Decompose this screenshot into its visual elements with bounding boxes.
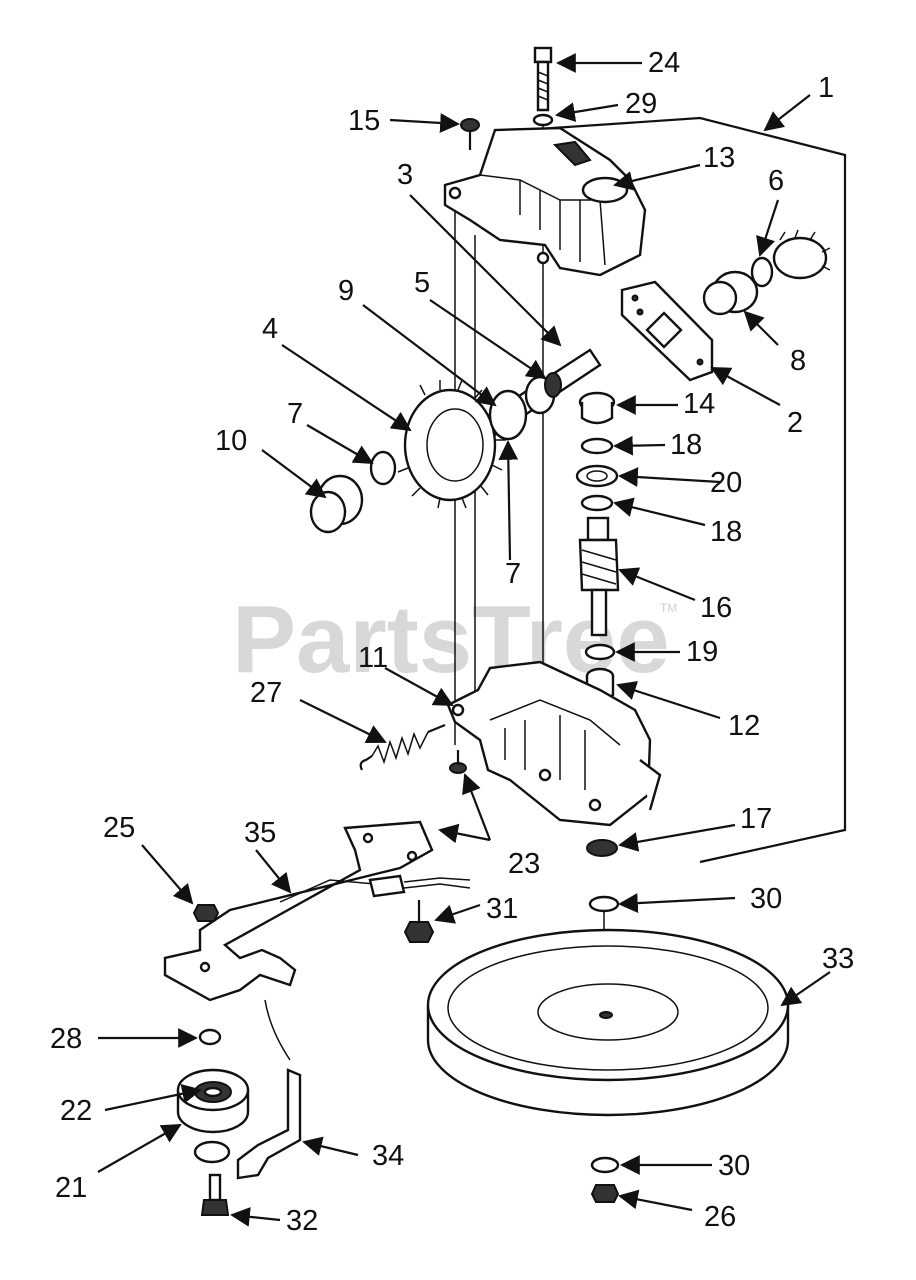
- pulley-33: [426, 928, 790, 1117]
- pinion-gear: [772, 229, 831, 280]
- callout-33: 33: [822, 943, 854, 975]
- callout-2: 2: [787, 407, 803, 439]
- washer-6: [750, 256, 774, 288]
- idler-pulley-21: [176, 1068, 250, 1134]
- ring-5: [544, 372, 562, 398]
- bolt-32: [200, 1173, 230, 1216]
- plate-2: [620, 280, 714, 382]
- washer-19: [584, 643, 616, 661]
- nut-31: [403, 900, 435, 943]
- washer-17: [586, 839, 618, 857]
- callout-15: 15: [348, 105, 380, 137]
- callout-7-upper: 7: [287, 398, 303, 430]
- callout-16: 16: [700, 592, 732, 624]
- bolt-24: [533, 46, 553, 112]
- callout-30-upper: 30: [750, 883, 782, 915]
- bushing-14: [578, 391, 616, 425]
- worm-gear-16: [578, 516, 620, 637]
- callout-1: 1: [818, 72, 834, 104]
- callout-28: 28: [50, 1023, 82, 1055]
- callout-32: 32: [286, 1205, 318, 1237]
- callout-18-lower: 18: [710, 516, 742, 548]
- callout-17: 17: [740, 803, 772, 835]
- callout-4: 4: [262, 313, 278, 345]
- callout-18-upper: 18: [670, 429, 702, 461]
- bracket-34: [236, 999, 302, 1180]
- callout-14: 14: [683, 388, 715, 420]
- watermark-trademark: TM: [660, 601, 677, 615]
- callout-6: 6: [768, 165, 784, 197]
- bushing-8: [702, 270, 759, 316]
- callout-7-lower: 7: [505, 558, 521, 590]
- washer-18-top: [580, 437, 614, 455]
- bearing-20: [575, 464, 619, 488]
- spring-27: [359, 723, 446, 771]
- washer-30-bottom: [590, 1156, 620, 1174]
- bushing-10: [309, 474, 364, 534]
- screw-15: [460, 118, 480, 150]
- callout-20: 20: [710, 467, 742, 499]
- callout-19: 19: [686, 636, 718, 668]
- callout-25: 25: [103, 812, 135, 844]
- washer-idler-bottom: [193, 1140, 231, 1164]
- callout-9: 9: [338, 275, 354, 307]
- lower-gear-housing: [446, 660, 662, 827]
- bevel-gear-4: [397, 379, 506, 509]
- callout-27: 27: [250, 677, 282, 709]
- callout-24: 24: [648, 47, 680, 79]
- nut-26: [590, 1184, 620, 1203]
- washer-18-bottom: [580, 494, 614, 512]
- washer-29: [532, 113, 554, 127]
- callout-13: 13: [703, 142, 735, 174]
- callout-35: 35: [244, 817, 276, 849]
- callout-8: 8: [790, 345, 806, 377]
- nut-25: [192, 904, 220, 922]
- washer-30-top: [588, 895, 620, 913]
- callout-34: 34: [372, 1140, 404, 1172]
- callout-31: 31: [486, 893, 518, 925]
- callout-10: 10: [215, 425, 247, 457]
- callout-labels: 1 2 3 4 5 6 7 7 8 9 10 11 12 13 14 15 16…: [50, 47, 854, 1237]
- callout-11: 11: [358, 642, 388, 674]
- callout-21: 21: [55, 1172, 87, 1204]
- cable-clamp: [368, 874, 471, 898]
- callout-5: 5: [414, 267, 430, 299]
- idler-arm-35: [163, 820, 434, 1002]
- callout-26: 26: [704, 1201, 736, 1233]
- washer-28: [198, 1028, 222, 1046]
- screw-23: [449, 750, 467, 774]
- washer-7-left: [369, 450, 397, 486]
- collar-9: [488, 389, 528, 441]
- callout-30-lower: 30: [718, 1150, 750, 1182]
- assembly-bracket-line: [552, 116, 847, 864]
- callout-22: 22: [60, 1095, 92, 1127]
- callout-12: 12: [728, 710, 760, 742]
- callout-23: 23: [508, 848, 540, 880]
- leader-lines: [97, 53, 831, 1227]
- callout-3: 3: [397, 159, 413, 191]
- callout-29: 29: [625, 88, 657, 120]
